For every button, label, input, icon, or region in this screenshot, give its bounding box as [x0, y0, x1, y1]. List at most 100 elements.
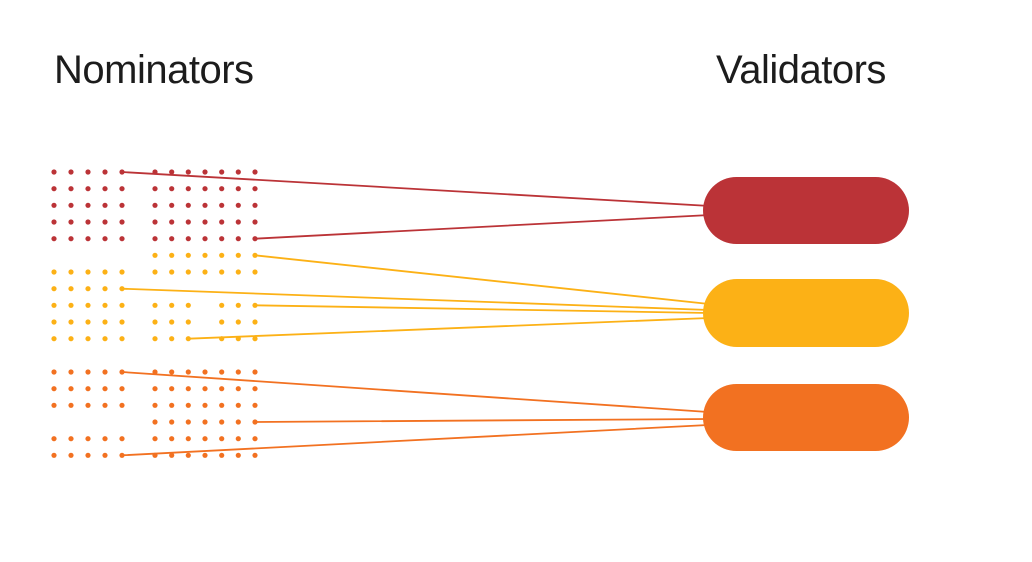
- nominator-dot: [68, 236, 74, 242]
- nominator-dot: [185, 219, 191, 225]
- nominator-dot: [85, 169, 91, 175]
- nominator-dot: [169, 452, 175, 458]
- nominator-dot: [85, 219, 91, 225]
- nominator-dot: [119, 286, 125, 292]
- nominator-dot: [119, 169, 125, 175]
- nominator-dot: [219, 369, 225, 375]
- nominator-dot: [119, 302, 125, 308]
- nominator-dot: [185, 419, 191, 425]
- nominator-dot: [202, 202, 208, 208]
- nominator-dot: [219, 319, 225, 325]
- connection-line: [121, 171, 711, 207]
- nominator-dot: [202, 402, 208, 408]
- connection-line: [254, 214, 711, 240]
- connection-line: [254, 418, 709, 423]
- nominator-dot: [202, 436, 208, 442]
- connection-line: [254, 304, 710, 314]
- nominator-dot: [219, 186, 225, 192]
- nominator-dot: [68, 186, 74, 192]
- nominator-dot: [252, 369, 258, 375]
- nominator-dot: [169, 252, 175, 258]
- nominator-dot: [68, 219, 74, 225]
- nominator-dot: [51, 169, 57, 175]
- nominator-dot: [169, 219, 175, 225]
- nominator-dot: [68, 302, 74, 308]
- nominator-dot: [235, 202, 241, 208]
- nominator-dot: [85, 202, 91, 208]
- nominator-dot: [119, 319, 125, 325]
- nominator-dot: [235, 452, 241, 458]
- nominator-dot: [169, 202, 175, 208]
- nominator-dot: [102, 302, 108, 308]
- nominator-dot: [152, 402, 158, 408]
- nominator-dot: [51, 286, 57, 292]
- nominator-dot: [235, 302, 241, 308]
- nominator-dot: [185, 402, 191, 408]
- nominator-dot: [219, 202, 225, 208]
- nominator-dot: [51, 452, 57, 458]
- nominator-dot: [68, 336, 74, 342]
- nominator-dot: [85, 402, 91, 408]
- nominator-dot: [102, 319, 108, 325]
- connection-line: [254, 254, 710, 305]
- nominator-dot: [252, 319, 258, 325]
- nominator-dot: [219, 269, 225, 275]
- nominator-dot: [85, 302, 91, 308]
- nominator-dot: [235, 386, 241, 392]
- nominator-dot: [51, 269, 57, 275]
- nominator-dot: [202, 419, 208, 425]
- nominator-dot: [169, 236, 175, 242]
- validator-pill-red: [703, 177, 909, 244]
- nominator-dot: [85, 386, 91, 392]
- validator-pill-orange: [703, 384, 909, 451]
- nominator-dot: [235, 436, 241, 442]
- nominator-dot: [68, 436, 74, 442]
- nominator-dot: [185, 319, 191, 325]
- connection-line: [121, 371, 709, 413]
- nominator-dot: [51, 219, 57, 225]
- nominator-dot: [235, 402, 241, 408]
- nominator-dot: [235, 252, 241, 258]
- nominator-dot: [119, 186, 125, 192]
- nominator-dot: [152, 302, 158, 308]
- nominator-dot: [51, 186, 57, 192]
- nominator-dot: [68, 169, 74, 175]
- nominator-dot: [219, 252, 225, 258]
- nominator-dot: [85, 319, 91, 325]
- nominator-dot: [119, 402, 125, 408]
- nominator-dot: [85, 186, 91, 192]
- nominator-dot: [85, 336, 91, 342]
- connection-line: [121, 424, 709, 457]
- nominator-dot: [152, 336, 158, 342]
- nominator-dot: [202, 236, 208, 242]
- nominator-dot: [102, 269, 108, 275]
- nominator-dot: [152, 369, 158, 375]
- nominator-dot: [185, 386, 191, 392]
- nominator-dot: [235, 269, 241, 275]
- nominator-dot: [252, 436, 258, 442]
- nominator-dot: [235, 236, 241, 242]
- nominator-dot: [51, 369, 57, 375]
- nominator-dot: [119, 336, 125, 342]
- nominator-dot: [119, 436, 125, 442]
- nominators-label: Nominators: [54, 48, 254, 92]
- nominator-dot: [169, 269, 175, 275]
- nominator-dot: [152, 219, 158, 225]
- nominator-dot: [252, 219, 258, 225]
- nominator-dot: [252, 202, 258, 208]
- nominator-dot: [185, 336, 191, 342]
- nominator-dot: [202, 269, 208, 275]
- nominator-dot: [119, 269, 125, 275]
- nominator-dot: [169, 419, 175, 425]
- nominator-dot: [152, 419, 158, 425]
- nominator-dot: [219, 169, 225, 175]
- nominator-dot: [169, 386, 175, 392]
- nominator-dot: [219, 402, 225, 408]
- nominator-dot: [152, 186, 158, 192]
- nominator-dot: [252, 452, 258, 458]
- nominator-dot: [85, 452, 91, 458]
- nominator-dot: [185, 369, 191, 375]
- nominator-dot: [185, 186, 191, 192]
- nominator-dot: [252, 186, 258, 192]
